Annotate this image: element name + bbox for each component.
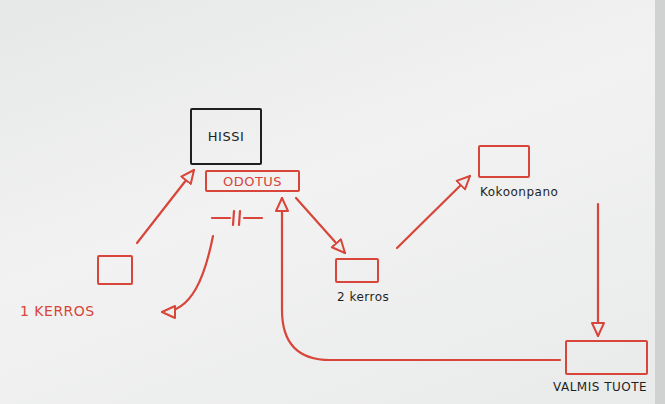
flow-arrow [137,170,194,243]
flow-arrow [296,198,345,253]
floor-box: 1 KERROS [97,255,133,285]
box-caption: VALMIS TUOTE [553,380,647,394]
box-label: HISSI [208,129,244,144]
box-caption: 2 kerros [337,290,389,304]
floor-box: 2 kerros [335,258,379,283]
box-label: ODOTUS [223,174,282,189]
board-frame [655,0,665,404]
assembly-box: Kokoonpano [478,145,530,178]
break-symbol [212,211,262,225]
flow-arrow [397,176,470,248]
flow-arrow [597,204,599,336]
box-caption: 1 KERROS [20,303,95,319]
flow-arrow [162,236,213,312]
product-box: VALMIS TUOTE [565,340,648,375]
flow-arrow [282,198,560,360]
waiting-box: ODOTUS [205,170,300,192]
box-caption: Kokoonpano [480,185,558,199]
elevator-box: HISSI [190,108,262,165]
